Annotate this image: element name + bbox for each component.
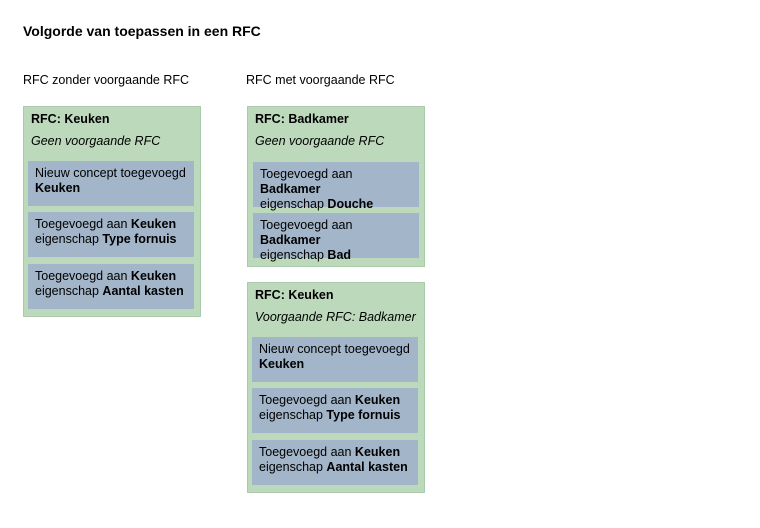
item-bold-text: Badkamer <box>260 182 321 196</box>
item-text: Nieuw concept toegevoegd <box>35 166 186 180</box>
item-text: eigenschap <box>259 408 327 422</box>
change-item: Nieuw concept toegevoegd Keuken <box>252 337 418 382</box>
item-bold-text: Aantal kasten <box>102 284 184 298</box>
rfc-previous-label: Geen voorgaande RFC <box>255 134 385 148</box>
item-bold-text: Keuken <box>259 357 305 371</box>
rfc-box-keuken-standalone: RFC: Keuken Geen voorgaande RFC Nieuw co… <box>23 106 201 317</box>
rfc-previous-label: Geen voorgaande RFC <box>31 134 161 148</box>
rfc-title: RFC: Keuken <box>31 112 110 126</box>
diagram-title: Volgorde van toepassen in een RFC <box>23 23 261 39</box>
rfc-title: RFC: Badkamer <box>255 112 349 126</box>
item-bold-text: Type fornuis <box>102 232 177 246</box>
item-bold-text: Keuken <box>35 181 81 195</box>
rfc-title: RFC: Keuken <box>255 288 334 302</box>
item-bold-text: Douche <box>327 197 374 211</box>
change-item: Nieuw concept toegevoegd Keuken <box>28 161 194 206</box>
change-item: Toegevoegd aan Keuken eigenschap Type fo… <box>252 388 418 433</box>
item-bold-text: Aantal kasten <box>326 460 408 474</box>
column-label-with-previous: RFC met voorgaande RFC <box>246 73 395 87</box>
change-item: Toegevoegd aan Badkamer eigenschap Douch… <box>253 162 419 211</box>
rfc-previous-label: Voorgaande RFC: Badkamer <box>255 310 416 324</box>
item-text: Toegevoegd aan <box>35 217 131 231</box>
item-text: Toegevoegd aan <box>259 393 355 407</box>
item-bold-text: Keuken <box>354 393 401 407</box>
rfc-box-keuken-with-previous: RFC: Keuken Voorgaande RFC: Badkamer Nie… <box>247 282 425 493</box>
change-item: Toegevoegd aan Keuken eigenschap Aantal … <box>28 264 194 309</box>
item-text: Toegevoegd aan <box>259 445 355 459</box>
item-text: eigenschap <box>35 232 103 246</box>
column-label-without-previous: RFC zonder voorgaande RFC <box>23 73 190 87</box>
change-item: Toegevoegd aan Badkamer eigenschap Bad <box>253 213 419 262</box>
item-bold-text: Keuken <box>354 445 401 459</box>
item-bold-text: Keuken <box>130 269 177 283</box>
item-bold-text: Keuken <box>130 217 177 231</box>
item-text: Toegevoegd aan <box>35 269 131 283</box>
change-item: Toegevoegd aan Keuken eigenschap Aantal … <box>252 440 418 485</box>
item-text: Nieuw concept toegevoegd <box>259 342 410 356</box>
item-bold-text: Type fornuis <box>326 408 401 422</box>
item-text: Toegevoegd aan <box>260 218 353 232</box>
change-item: Toegevoegd aan Keuken eigenschap Type fo… <box>28 212 194 257</box>
item-text: eigenschap <box>35 284 103 298</box>
rfc-box-badkamer: RFC: Badkamer Geen voorgaande RFC Toegev… <box>247 106 425 267</box>
item-text: eigenschap <box>260 248 328 262</box>
item-text: eigenschap <box>260 197 328 211</box>
item-bold-text: Badkamer <box>260 233 321 247</box>
item-bold-text: Bad <box>327 248 352 262</box>
item-text: Toegevoegd aan <box>260 167 353 181</box>
item-text: eigenschap <box>259 460 327 474</box>
